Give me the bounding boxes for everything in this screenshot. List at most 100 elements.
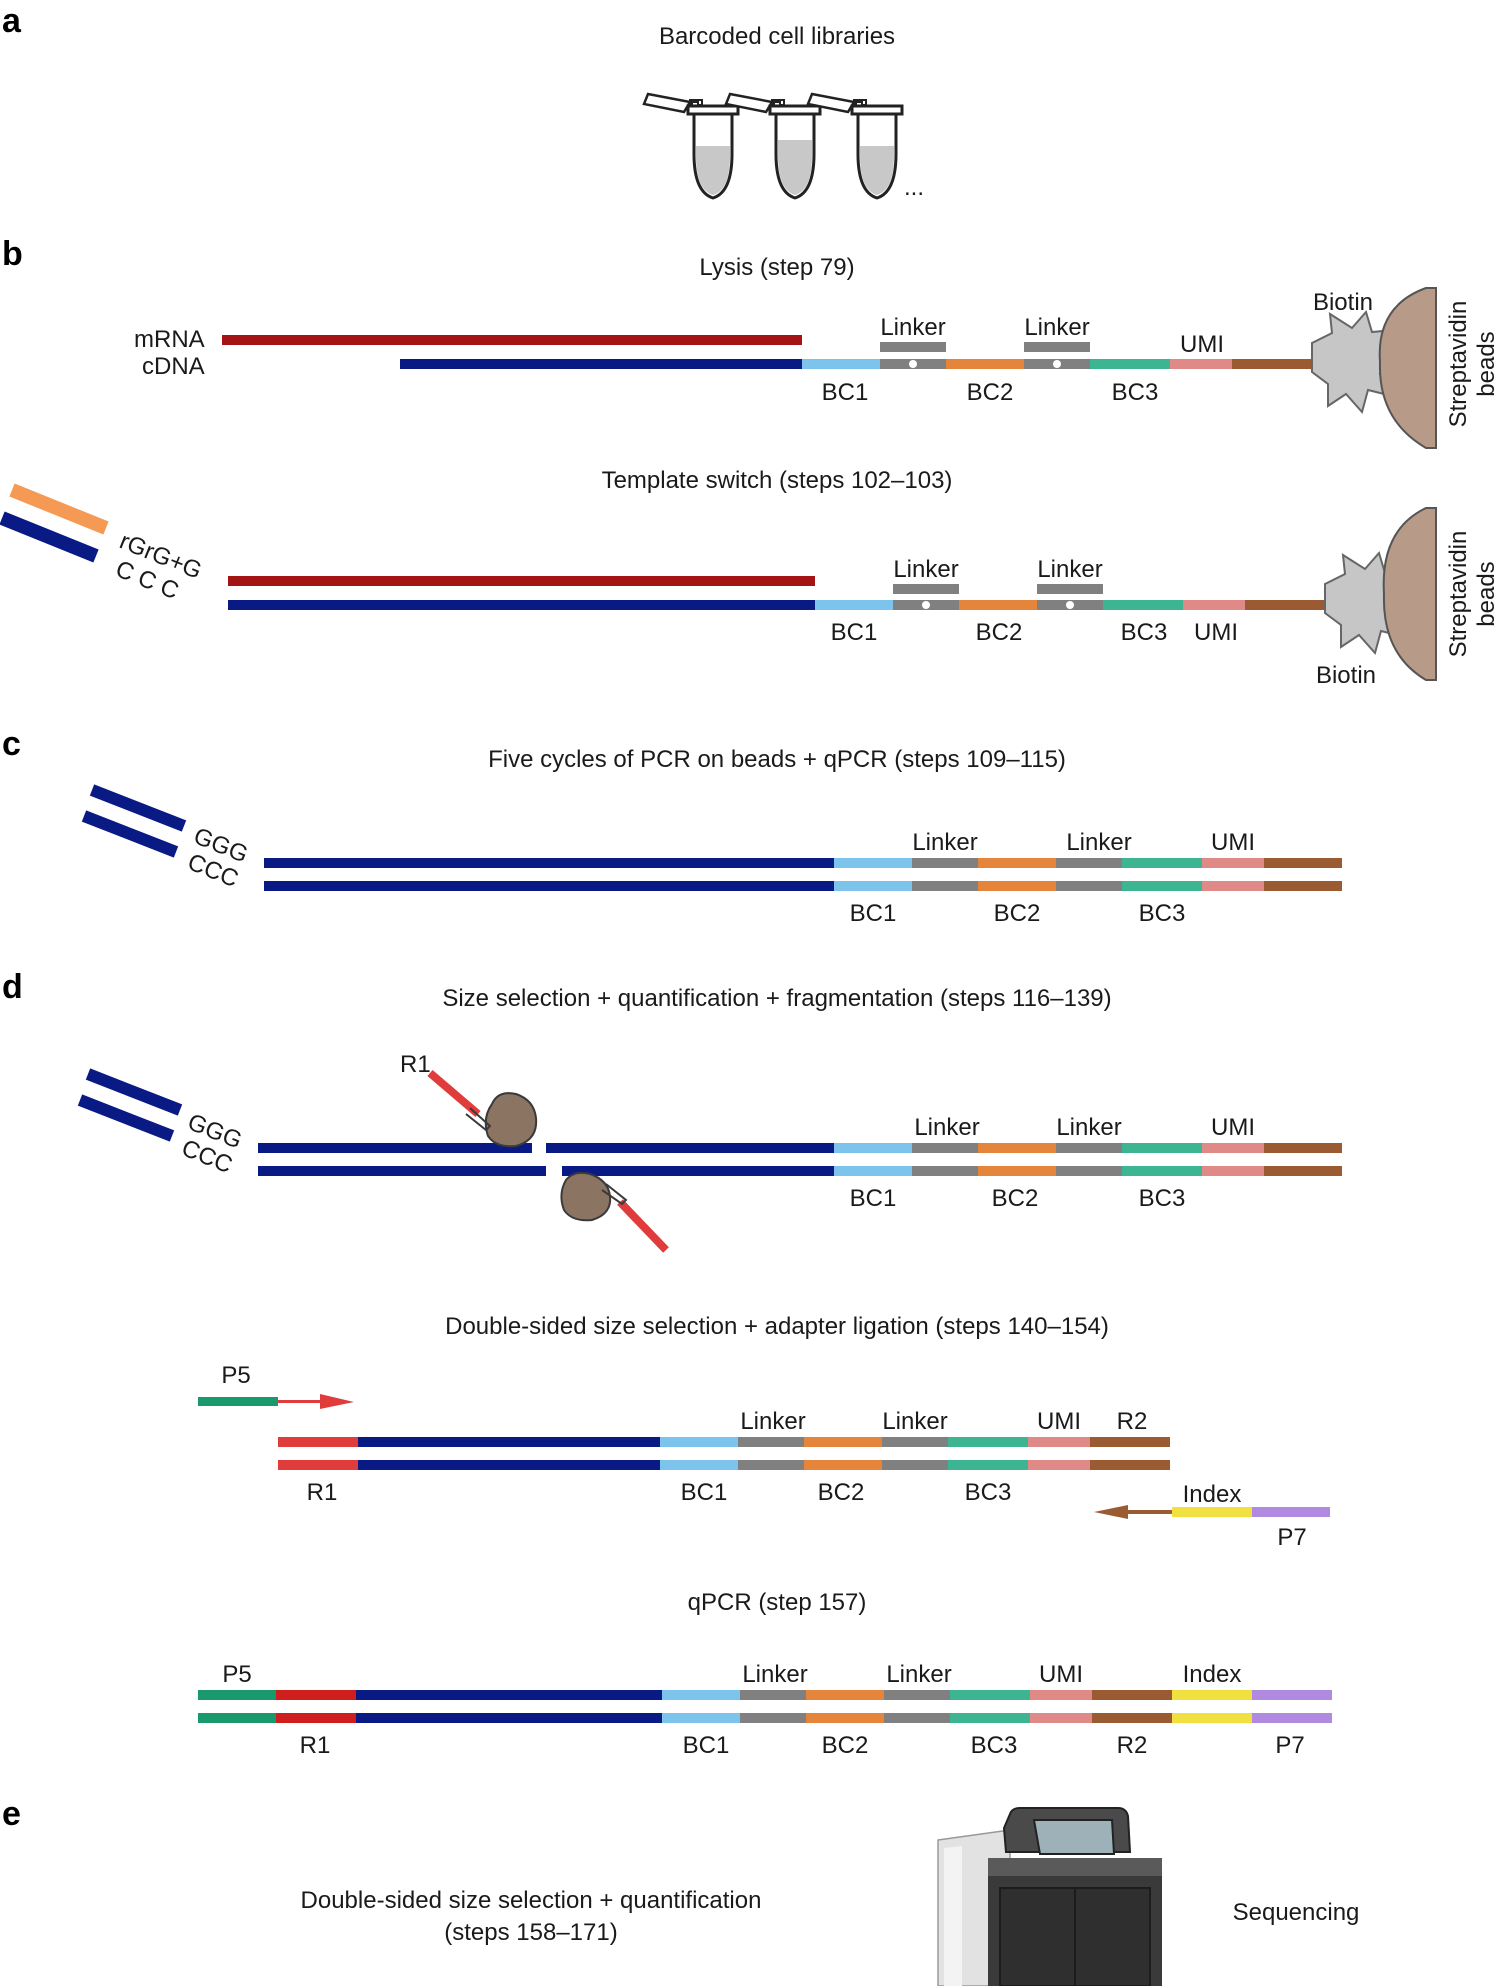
linker-label: Linker: [893, 556, 958, 583]
r1-adapter: [617, 1199, 669, 1253]
biotin-label: Biotin: [1313, 289, 1373, 316]
linker-oligo: [1037, 584, 1103, 594]
r1-label: R1: [300, 1732, 331, 1759]
linker-label: Linker: [742, 1661, 807, 1688]
mrna-strand: [228, 576, 815, 586]
bc1-label: BC1: [850, 1185, 897, 1212]
cdna-label: cDNA: [142, 353, 205, 380]
bead-label: Streptavidin: [1445, 301, 1472, 428]
bc3-label: BC3: [1139, 1185, 1186, 1212]
panel-letter-e: e: [2, 1795, 21, 1833]
linker-oligo: [1024, 342, 1090, 352]
bc2-segment: [959, 600, 1037, 610]
p7-primer: [1252, 1507, 1330, 1517]
bc2-label: BC2: [992, 1185, 1039, 1212]
panel-letter-b: b: [2, 235, 23, 273]
barcode-block: [834, 1143, 1342, 1176]
final-library: [198, 1690, 1332, 1723]
umi-segment: [1183, 600, 1245, 610]
linker-label: Linker: [880, 314, 945, 341]
ligation-title: Double-sided size selection + adapter li…: [445, 1313, 1109, 1340]
bead-icon: [1378, 287, 1437, 449]
linker-label: Linker: [914, 1114, 979, 1141]
bead-icon: [1382, 507, 1437, 681]
tube-icon: [806, 92, 904, 200]
bc1-label: BC1: [683, 1732, 730, 1759]
ligation-dot: [1066, 601, 1074, 609]
index-label: Index: [1183, 1481, 1242, 1508]
qpcr-title: qPCR (step 157): [688, 1589, 867, 1616]
tso-oligo: [9, 483, 109, 535]
panel-e-text: Double-sided size selection + quantifica…: [301, 1887, 762, 1914]
umi-label: UMI: [1180, 331, 1224, 358]
p5-primer: [198, 1397, 278, 1406]
bc1-segment: [802, 359, 880, 369]
umi-segment: [1170, 359, 1232, 369]
r1-adapter: [427, 1069, 481, 1118]
cdna-fragment: [258, 1143, 532, 1153]
arrow-icon: [278, 1400, 334, 1403]
sequencing-label: Sequencing: [1233, 1899, 1360, 1926]
r2-label: R2: [1117, 1408, 1148, 1435]
p7-label: P7: [1275, 1732, 1304, 1759]
linker-label: Linker: [912, 829, 977, 856]
panel-d-title: Size selection + quantification + fragme…: [442, 985, 1111, 1012]
primer-strand: [85, 1068, 183, 1116]
bc3-label: BC3: [1139, 900, 1186, 927]
arrow-icon: [320, 1394, 354, 1409]
panel-letter-a: a: [2, 2, 22, 40]
barcode-block: [834, 858, 1342, 891]
cdna-strand: [264, 881, 834, 891]
linker-label: Linker: [1037, 556, 1102, 583]
tube-icon: [724, 92, 822, 200]
biotin-label: Biotin: [1316, 662, 1376, 689]
panel-a-title: Barcoded cell libraries: [659, 23, 895, 50]
primer-strand: [89, 784, 187, 832]
tso-complement: [0, 511, 99, 563]
tn5-enzyme-icon: [560, 1171, 628, 1222]
umi-label: UMI: [1211, 829, 1255, 856]
cdna-fragment: [258, 1166, 546, 1176]
r1-label: R1: [400, 1051, 431, 1078]
bc2-label: BC2: [976, 619, 1023, 646]
arrow-icon: [1128, 1510, 1172, 1514]
bc1-label: BC1: [681, 1479, 728, 1506]
bc1-segment: [815, 600, 893, 610]
p5-label: P5: [221, 1362, 250, 1389]
bc3-label: BC3: [971, 1732, 1018, 1759]
index-primer: [1172, 1507, 1252, 1517]
linker-label: Linker: [882, 1408, 947, 1435]
bc1-label: BC1: [850, 900, 897, 927]
primer-strand: [77, 1094, 175, 1142]
panel-c-title: Five cycles of PCR on beads + qPCR (step…: [488, 746, 1066, 773]
ligation-dot: [909, 360, 917, 368]
linker-oligo: [880, 342, 946, 352]
bc3-label: BC3: [1121, 619, 1168, 646]
cdna-fragment: [562, 1166, 834, 1176]
umi-label: UMI: [1039, 1661, 1083, 1688]
bead-label: beads: [1473, 331, 1500, 396]
bc1-label: BC1: [831, 619, 878, 646]
bc2-label: BC2: [994, 900, 1041, 927]
bc2-label: BC2: [818, 1479, 865, 1506]
ligation-dot: [922, 601, 930, 609]
panel-letter-d: d: [2, 968, 23, 1006]
cdna-strand: [228, 600, 815, 610]
cdna-strand: [400, 359, 802, 369]
linker-label: Linker: [740, 1408, 805, 1435]
panel-e-text: (steps 158–171): [444, 1919, 617, 1946]
bc2-label: BC2: [822, 1732, 869, 1759]
mrna-label: mRNA: [134, 326, 205, 353]
panel-letter-c: c: [2, 725, 21, 763]
tube-icon: [642, 92, 740, 200]
library-construct: [278, 1437, 1170, 1470]
cdna-fragment: [546, 1143, 834, 1153]
template-switch-title: Template switch (steps 102–103): [602, 467, 953, 494]
bc3-segment: [1103, 600, 1183, 610]
linker-oligo: [893, 584, 959, 594]
primer-strand: [81, 810, 179, 858]
bc2-label: BC2: [967, 379, 1014, 406]
linker-label: Linker: [1066, 829, 1131, 856]
mrna-strand: [222, 335, 802, 345]
